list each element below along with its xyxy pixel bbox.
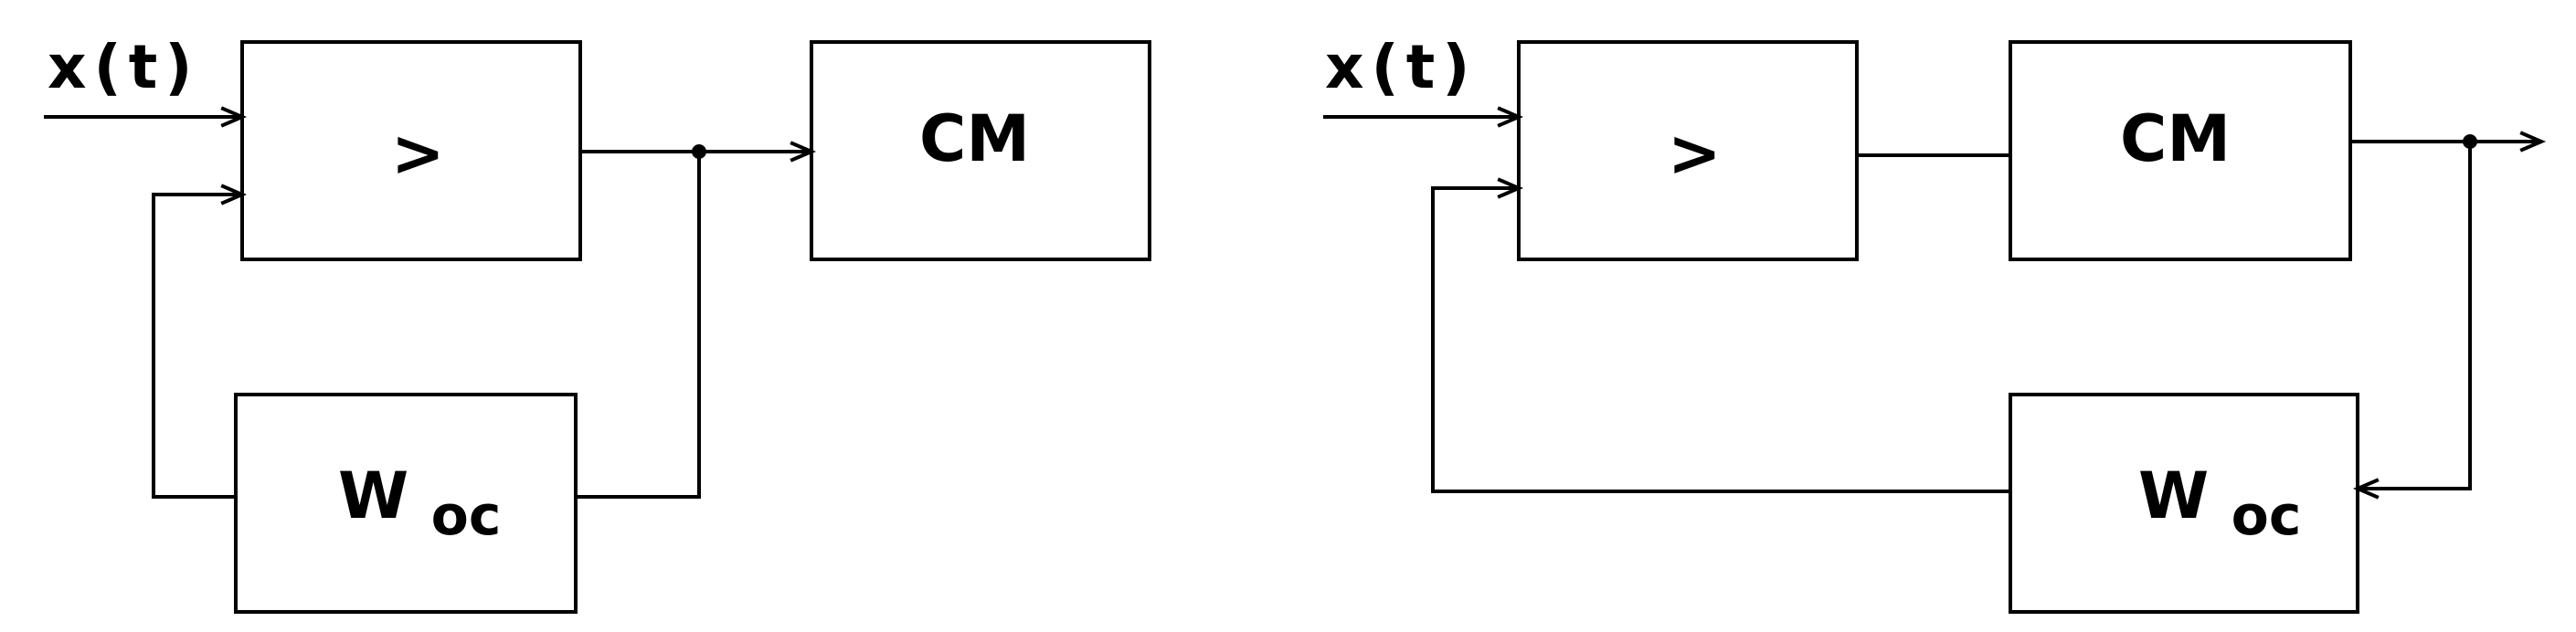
left-comparator-symbol: >: [391, 116, 445, 191]
right-output-arrow: [2519, 131, 2547, 153]
left-feedback-arrow: [220, 184, 248, 205]
left-diagram: x(t) > CM W oc: [44, 32, 1151, 614]
right-feedback-box-arrow: [2352, 478, 2380, 500]
left-junction-dot: [692, 144, 706, 159]
right-cm-label: CM: [2120, 101, 2231, 176]
left-input-label: x(t): [48, 32, 199, 102]
right-input-arrow: [1497, 106, 1524, 128]
left-feedback-box: [234, 393, 578, 614]
left-feedback-subscript: oc: [431, 484, 502, 548]
left-feedback-input-line: [152, 193, 244, 499]
right-feedback-input-line: [1431, 186, 2012, 493]
right-feedback-main: W: [2138, 458, 2209, 533]
right-feedback-box: [2009, 393, 2359, 614]
left-feedback-label: W oc: [338, 458, 501, 548]
left-cm-box: [810, 40, 1151, 261]
left-input-arrow: [220, 106, 248, 128]
right-input-label: x(t): [1325, 32, 1477, 102]
right-feedback-subscript: oc: [2231, 484, 2302, 548]
right-feedback-return-line: [2356, 140, 2472, 490]
right-diagram: x(t) > CM W oc: [1323, 32, 2547, 614]
right-comparator-symbol: >: [1668, 116, 1722, 191]
left-cm-label: CM: [919, 101, 1030, 176]
right-feedback-label: W oc: [2138, 458, 2301, 548]
left-feedback-return-line: [574, 150, 701, 499]
left-feedback-main: W: [338, 458, 408, 533]
left-cm-arrow: [790, 141, 817, 163]
right-cm-box: [2009, 40, 2352, 261]
right-feedback-input-arrow: [1497, 177, 1524, 199]
left-comparator-box: [240, 40, 582, 261]
right-comparator-box: [1517, 40, 1859, 261]
